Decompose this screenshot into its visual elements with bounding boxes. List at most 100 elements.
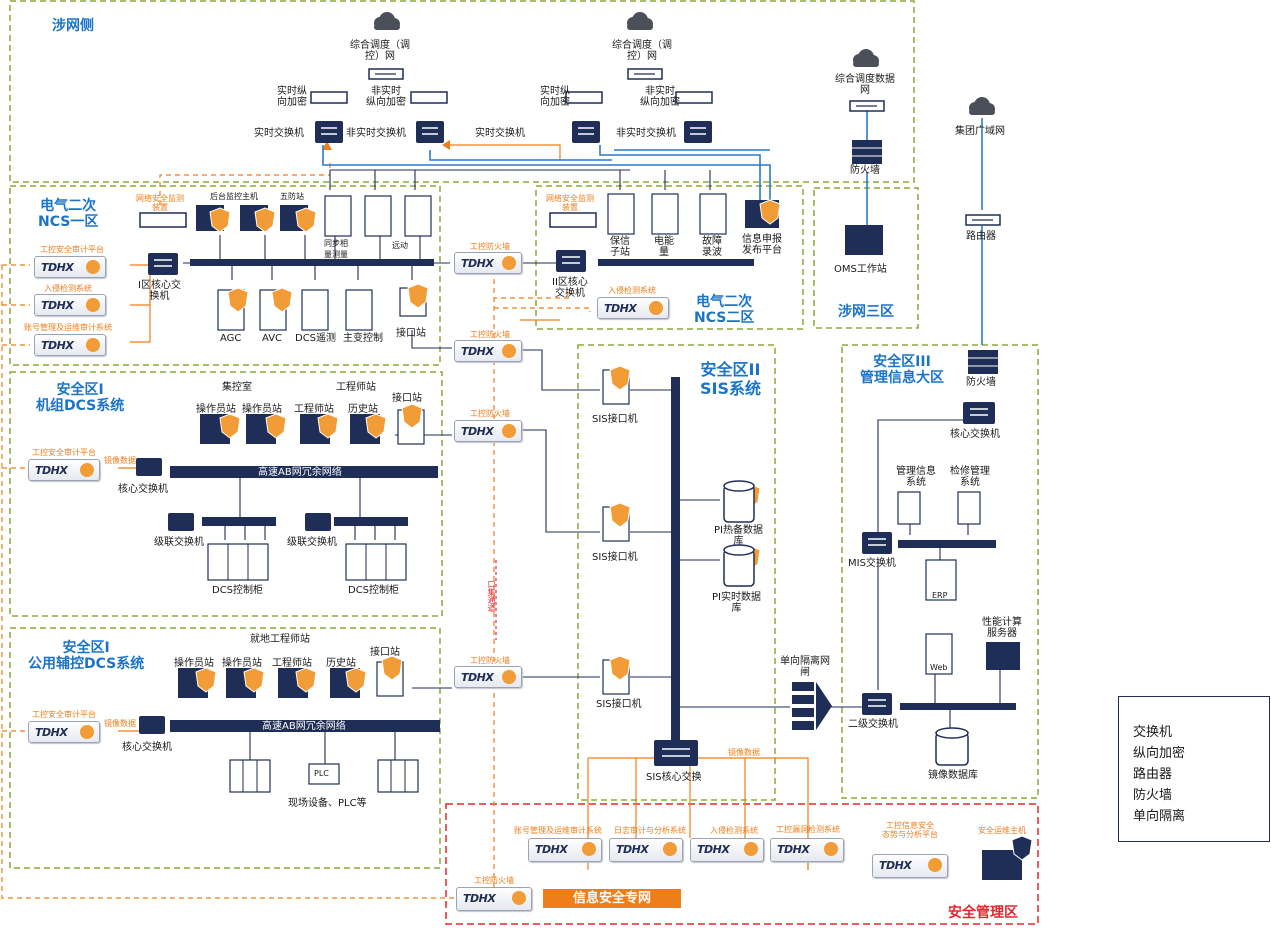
zone-title-dcs-unit: 安全区I 机组DCS系统	[36, 382, 125, 414]
shield-icon	[345, 667, 367, 693]
zone-title-internet-side: 涉网侧	[52, 18, 94, 34]
label-ab-net-2: 高速AB网冗余网络	[262, 721, 346, 732]
shield-icon	[759, 199, 781, 225]
dcs-cabinet	[207, 543, 269, 581]
shield-icon	[243, 667, 265, 693]
label-audit-platform-2: 工控安全审计平台	[32, 448, 96, 457]
label-ab-net-1: 高速AB网冗余网络	[258, 467, 342, 478]
dcs-unit-cascade-bus-1	[202, 517, 276, 526]
zone-sis	[577, 344, 776, 801]
label-avc: AVC	[262, 333, 283, 344]
label-engineer-2: 工程师站	[272, 658, 312, 669]
label-vertical: 口集通道	[487, 580, 496, 612]
label-mirror-db: 镜像数据库	[928, 770, 978, 781]
cloud-icon	[969, 97, 995, 115]
ics-firewall-device: TDHX	[454, 666, 522, 688]
cloud-icon	[853, 49, 879, 67]
ics-firewall-device: TDHX	[454, 340, 522, 362]
label-dcs-remote: DCS遥测	[295, 333, 337, 344]
label-mirror-1: 镜像数据	[104, 456, 136, 465]
account-mgmt-device: TDHX	[34, 334, 106, 356]
label-erp: ERP	[932, 591, 948, 600]
cloud-icon	[627, 12, 653, 30]
label-intrusion-1: 入侵检测系统	[44, 284, 92, 293]
shield-icon	[209, 207, 231, 233]
zone-title-secmgmt: 安全管理区	[948, 905, 1018, 921]
shield-icon	[195, 667, 217, 693]
label-mirror-2: 镜像数据	[104, 719, 136, 728]
label-history-1: 历史站	[348, 404, 378, 415]
ncs2-bus	[598, 259, 754, 266]
shield-icon	[407, 283, 429, 309]
maint-server	[957, 491, 981, 525]
dcs-aux-core-switch	[139, 716, 165, 734]
situation-platform-device: TDHX	[872, 854, 948, 878]
label-ics-firewall-4: 工控防火墙	[470, 656, 510, 665]
shield-icon	[365, 413, 387, 439]
label-audit-platform-1: 工控安全审计平台	[40, 245, 104, 254]
label-cascade-2: 级联交换机	[287, 537, 337, 548]
label-rt-switch-mid: 实时交换机	[475, 128, 525, 139]
label-core-switch-1: 核心交换机	[118, 484, 168, 495]
label-rt-encrypt-l: 实时纵 向加密	[277, 86, 307, 108]
encrypt-device	[565, 91, 603, 104]
label-sis-if-1: SIS接口机	[592, 414, 638, 425]
label-five-defense: 五防站	[280, 192, 304, 201]
firewall-icon	[968, 350, 998, 374]
label-web: Web	[930, 663, 948, 672]
label-operator-1: 操作员站	[196, 404, 236, 415]
encrypt-device	[310, 91, 348, 104]
zone-title-dcs-aux: 安全区I 公用辅控DCS系统	[28, 640, 145, 672]
shield-icon	[317, 413, 339, 439]
rt-switch-left	[315, 121, 343, 143]
label-history-2: 历史站	[326, 658, 356, 669]
mis-switch	[862, 532, 892, 554]
encrypt-device	[675, 91, 713, 104]
shield-icon	[609, 655, 631, 681]
label-cascade-1: 级联交换机	[154, 537, 204, 548]
lvl2-bus	[900, 703, 1016, 710]
zone-net3	[813, 187, 919, 329]
net-monitor-device	[139, 212, 187, 228]
label-main-ctrl: 主变控制	[343, 333, 383, 344]
label-sm-situation: 工控信息安全 态势与分析平台	[882, 821, 938, 839]
label-maint-mgmt: 检修管理 系统	[950, 466, 990, 488]
firewall-icon	[852, 140, 882, 164]
zone-mis	[841, 344, 1039, 799]
web-server	[925, 633, 953, 675]
label-sis-core: SIS核心交换	[646, 772, 702, 783]
shield-icon	[295, 667, 317, 693]
database-icon	[935, 727, 969, 766]
ics-firewall-device: TDHX	[456, 887, 532, 911]
label-energy: 电能 量	[654, 236, 674, 258]
cascade-switch-1	[168, 513, 194, 531]
label-oneway: 单向隔离网 闸	[780, 656, 830, 678]
label-dispatch-net-left: 综合调度（调 控）网	[350, 40, 410, 62]
label-sm-intrusion: 入侵检测系统	[710, 826, 758, 835]
label-control-room: 集控室	[222, 382, 252, 393]
audit-platform-device: TDHX	[34, 256, 106, 278]
vuln-scan-device: TDHX	[770, 838, 844, 862]
label-dcs-cab-2: DCS控制柜	[348, 585, 400, 596]
label-perf-calc: 性能计算 服务器	[982, 617, 1022, 639]
label-engineer-1: 工程师站	[294, 404, 334, 415]
label-operator-2: 操作员站	[242, 404, 282, 415]
label-sm-vuln: 工控漏洞检测系统	[776, 825, 840, 834]
label-operator-3: 操作员站	[174, 658, 214, 669]
label-nrt-switch-l: 非实时交换机	[346, 128, 406, 139]
log-audit-device: TDHX	[609, 838, 683, 862]
audit-platform-device: TDHX	[28, 721, 100, 743]
server-tower	[699, 193, 727, 235]
net-monitor-device	[549, 212, 597, 228]
label-ii-core-switch: II区核心 交换机	[552, 277, 588, 299]
label-account-mgmt: 账号管理及运维审计系统	[24, 323, 112, 332]
field-rack	[377, 759, 419, 793]
label-pi-realtime: PI实时数据 库	[712, 592, 761, 614]
field-rack	[229, 759, 271, 793]
zone-title-sis: 安全区II SIS系统	[700, 360, 762, 398]
shield-icon	[609, 502, 631, 528]
label-net-mon-1: 网络安全监测 装置	[136, 194, 184, 212]
server-tower	[364, 195, 392, 237]
server-tower	[301, 289, 329, 331]
